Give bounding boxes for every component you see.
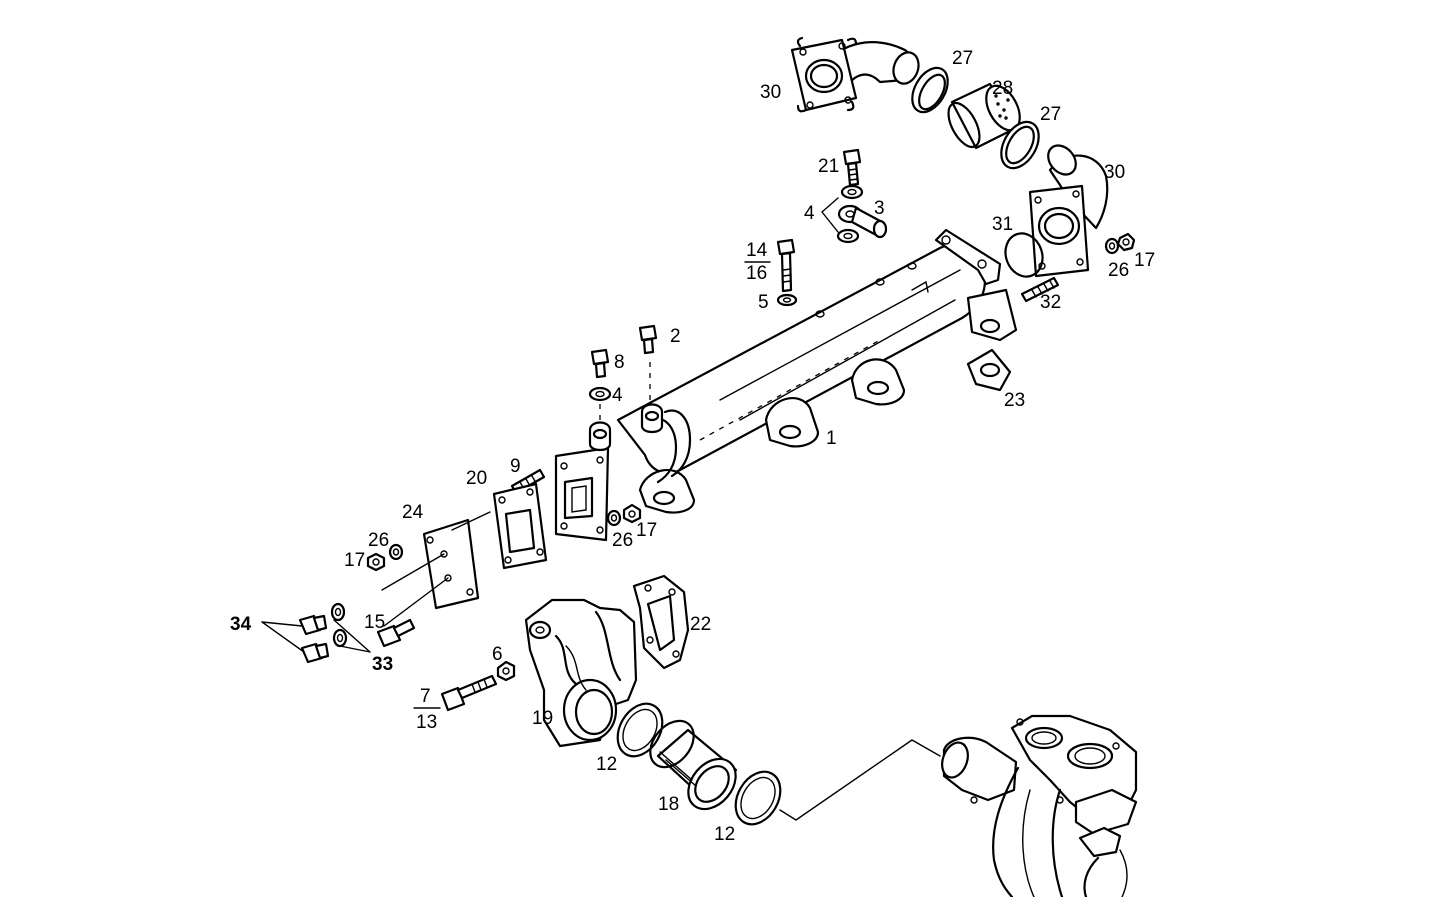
bolt-7-13 [440, 674, 498, 712]
stud-32 [1020, 276, 1060, 303]
thermostat-housing-19 [524, 598, 638, 748]
nut-6 [496, 660, 516, 682]
callout-26a: 26 [1108, 260, 1129, 281]
thermostat-18 [649, 719, 738, 811]
callout-13: 13 [416, 712, 437, 733]
washer-4-upper [840, 184, 864, 200]
callout-23: 23 [1004, 390, 1025, 411]
bolt-14-16 [776, 238, 798, 307]
callout-labels: 30 27 28 27 30 21 4 3 14 16 5 31 26 17 3… [230, 48, 1155, 845]
leader-34 [261, 621, 305, 653]
callout-8: 8 [614, 352, 625, 373]
callout-26b: 26 [368, 530, 389, 551]
nut-washer-left [366, 543, 404, 572]
callout-12a: 12 [596, 754, 617, 775]
gasket-23 [966, 348, 1012, 392]
callout-18: 18 [658, 794, 679, 815]
callout-19: 19 [532, 708, 553, 729]
callout-17c: 17 [636, 520, 657, 541]
callout-34: 34 [230, 614, 252, 635]
callout-7: 7 [420, 686, 431, 707]
leader-4a [821, 197, 839, 233]
gasket-20 [492, 482, 548, 570]
plug-34-lower [300, 642, 330, 664]
callout-21: 21 [818, 156, 839, 177]
plug-34-upper [298, 614, 328, 636]
connection-line [779, 739, 941, 821]
callout-30a: 30 [760, 82, 781, 103]
rubber-sleeve [947, 82, 1021, 150]
leader-24 [381, 511, 491, 627]
cover-plate-24 [422, 518, 480, 610]
bolt-15 [376, 618, 416, 648]
callout-22: 22 [690, 614, 711, 635]
hose-clamp-upper [911, 66, 949, 114]
callout-28: 28 [992, 78, 1013, 99]
nut-washer-center [606, 503, 642, 527]
callout-20: 20 [466, 468, 487, 489]
callout-5: 5 [758, 292, 769, 313]
bolt-2 [638, 324, 658, 355]
callout-27b: 27 [1040, 104, 1061, 125]
callout-31: 31 [992, 214, 1013, 235]
callout-24: 24 [402, 502, 424, 523]
callout-26c: 26 [612, 530, 633, 551]
washer-33-lower [332, 628, 348, 648]
hose-clamp-lower [1000, 120, 1040, 170]
exhaust-manifold-1 [554, 228, 1018, 542]
banjo-fitting-3 [837, 204, 888, 239]
callout-9: 9 [510, 456, 521, 477]
callout-4a: 4 [804, 203, 815, 224]
callout-32: 32 [1040, 292, 1061, 313]
elbow-pipe-upper [790, 36, 920, 113]
engine-block-section [941, 714, 1138, 897]
washer-4-lower [836, 228, 860, 244]
washer-33-upper [330, 602, 346, 622]
callout-14: 14 [746, 240, 768, 261]
elbow-pipe-right [1028, 144, 1109, 278]
bolt-21 [842, 148, 862, 187]
callout-17b: 17 [344, 550, 365, 571]
seal-ring-12-lower [734, 770, 782, 826]
callout-15: 15 [364, 612, 385, 633]
leader-33 [333, 619, 371, 653]
callout-33: 33 [372, 654, 393, 675]
callout-3: 3 [874, 198, 885, 219]
nut-washer-right [1104, 232, 1136, 255]
callout-2: 2 [670, 326, 681, 347]
callout-1: 1 [826, 428, 837, 449]
callout-30b: 30 [1104, 162, 1125, 183]
callout-4b: 4 [612, 385, 623, 406]
seal-ring-12-upper [616, 702, 664, 758]
callout-12b: 12 [714, 824, 735, 845]
callout-16: 16 [746, 263, 767, 284]
callout-27a: 27 [952, 48, 973, 69]
callout-17a: 17 [1134, 250, 1155, 271]
o-ring-31 [1004, 232, 1044, 278]
callout-6: 6 [492, 644, 503, 665]
gasket-22 [632, 574, 690, 670]
bolt-8 [588, 348, 612, 402]
